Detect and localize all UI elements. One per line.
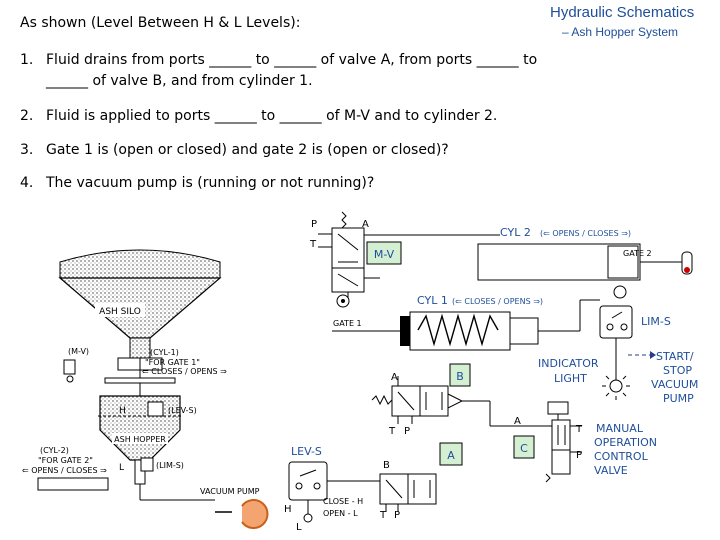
- valve-a-port-p: P: [394, 510, 400, 521]
- silo-lev-s-box: [147, 401, 164, 417]
- valve-a-port-t: T: [379, 510, 387, 521]
- question-number: 2.: [20, 108, 34, 124]
- cyl2-direction: (⇐ OPENS / CLOSES ⇒): [540, 229, 631, 238]
- question-text: Gate 1 is (open or closed) and gate 2 is…: [46, 142, 449, 158]
- silo-lim-s-ref: (LIM-S): [156, 461, 184, 470]
- lim-s-switch: LIM-S: [599, 285, 671, 380]
- manual-label-1: MANUAL: [596, 422, 644, 435]
- cyl1-gate: GATE 1: [333, 319, 362, 328]
- silo-cyl2-dir: ⇐ OPENS / CLOSES ⇒: [22, 466, 107, 475]
- ash-silo: ASH SILO: [58, 249, 222, 359]
- valve-a-port-b: B: [383, 460, 390, 471]
- valve-b: A T P B: [371, 363, 552, 437]
- valve-a: B T P A: [379, 442, 463, 521]
- valve-b-port-a: A: [391, 372, 398, 383]
- start-stop-label-3: VACUUM: [651, 378, 698, 391]
- question-3: 3. Gate 1 is (open or closed) and gate 2 …: [20, 140, 449, 161]
- manual-label-3: CONTROL: [594, 450, 649, 463]
- indicator-label-1: INDICATOR: [538, 357, 599, 370]
- valve-b-label: B: [456, 370, 464, 383]
- silo-cyl1-for: "FOR GATE 1": [145, 358, 200, 367]
- mv-valve: P T A M-V: [309, 211, 500, 308]
- silo-cyl2-box: [37, 477, 109, 491]
- vacuum-pump-symbol: [215, 499, 269, 529]
- question-4: 4. The vacuum pump is (running or not run…: [20, 173, 374, 194]
- lev-s-close: CLOSE - H: [323, 497, 363, 506]
- silo-lev-s-ref: (LEV-S): [168, 406, 197, 415]
- question-text: Fluid is applied to ports ______ to ____…: [46, 108, 498, 124]
- hopper-low-mark: L: [119, 463, 124, 473]
- lev-s-h: H: [284, 504, 292, 515]
- question-number: 4.: [20, 175, 34, 191]
- valve-b-port-t: T: [388, 426, 396, 437]
- cyl2-gate: GATE 2: [623, 249, 652, 258]
- gate-1-assembly: [104, 357, 176, 396]
- cyl1: CYL 1 (⇐ CLOSES / OPENS ⇒) GATE 1: [332, 294, 600, 351]
- diagram-title: Hydraulic Schematics: [550, 4, 695, 21]
- mv-port-t: T: [309, 239, 317, 250]
- silo-mv-box: [63, 359, 76, 375]
- mv-label: M-V: [374, 248, 395, 261]
- ash-hopper-label: ASH HOPPER: [114, 435, 166, 444]
- question-text: The vacuum pump is (running or not runni…: [46, 175, 375, 191]
- mv-port-p: P: [311, 219, 317, 230]
- question-2: 2. Fluid is applied to ports ______ to __…: [20, 106, 497, 127]
- indicator-light: INDICATOR LIGHT: [538, 351, 656, 400]
- lev-s-label: LEV-S: [291, 445, 322, 458]
- manual-label-4: VALVE: [594, 464, 628, 477]
- vacuum-pump-label: VACUUM PUMP: [200, 487, 260, 496]
- question-1: 1. Fluid drains from ports ______ to ____…: [20, 50, 537, 92]
- silo-cyl1-ref: (CYL-1): [150, 348, 179, 357]
- mv-port-a: A: [362, 219, 369, 230]
- valve-c: A T P C: [513, 401, 583, 483]
- question-text: Fluid drains from ports ______ to ______…: [46, 52, 538, 68]
- start-stop-label-2: STOP: [663, 364, 692, 377]
- ash-silo-label: ASH SILO: [99, 307, 141, 317]
- start-stop-label-1: START/: [656, 350, 694, 363]
- lim-s-label: LIM-S: [641, 315, 671, 328]
- silo-lim-s-box: [140, 457, 154, 472]
- manual-label-2: OPERATION: [594, 436, 657, 449]
- intro-text: As shown (Level Between H & L Levels):: [20, 15, 301, 31]
- question-text-cont: ______ of valve B, and from cylinder 1.: [46, 73, 313, 89]
- valve-c-port-a: A: [514, 416, 521, 427]
- silo-cyl2-for: "FOR GATE 2": [38, 456, 93, 465]
- question-number: 1.: [20, 52, 34, 68]
- valve-c-label: C: [520, 442, 528, 455]
- silo-mv-ref: (M-V): [68, 347, 89, 356]
- question-number: 3.: [20, 142, 34, 158]
- valve-c-port-p: P: [576, 450, 582, 461]
- valve-a-label: A: [447, 449, 455, 462]
- cyl2-label: CYL 2: [500, 226, 531, 239]
- valve-c-port-t: T: [575, 424, 583, 435]
- diagram-subtitle: – Ash Hopper System: [562, 25, 679, 39]
- cyl1-direction: (⇐ CLOSES / OPENS ⇒): [452, 297, 543, 306]
- cyl2: CYL 2 (⇐ OPENS / CLOSES ⇒) GATE 2: [477, 226, 693, 281]
- lev-s-open: OPEN - L: [323, 509, 358, 518]
- cyl1-label: CYL 1: [417, 294, 448, 307]
- hopper-high-mark: H: [119, 406, 126, 416]
- lev-s-switch: LEV-S H L CLOSE - H OPEN - L: [284, 445, 380, 533]
- start-stop-label-4: PUMP: [663, 392, 694, 405]
- silo-cyl2-ref: (CYL-2): [40, 446, 69, 455]
- silo-cyl1-dir: ⇐ CLOSES / OPENS ⇒: [142, 367, 227, 376]
- lev-s-l: L: [296, 522, 302, 533]
- valve-b-port-p: P: [404, 426, 410, 437]
- indicator-label-2: LIGHT: [554, 372, 587, 385]
